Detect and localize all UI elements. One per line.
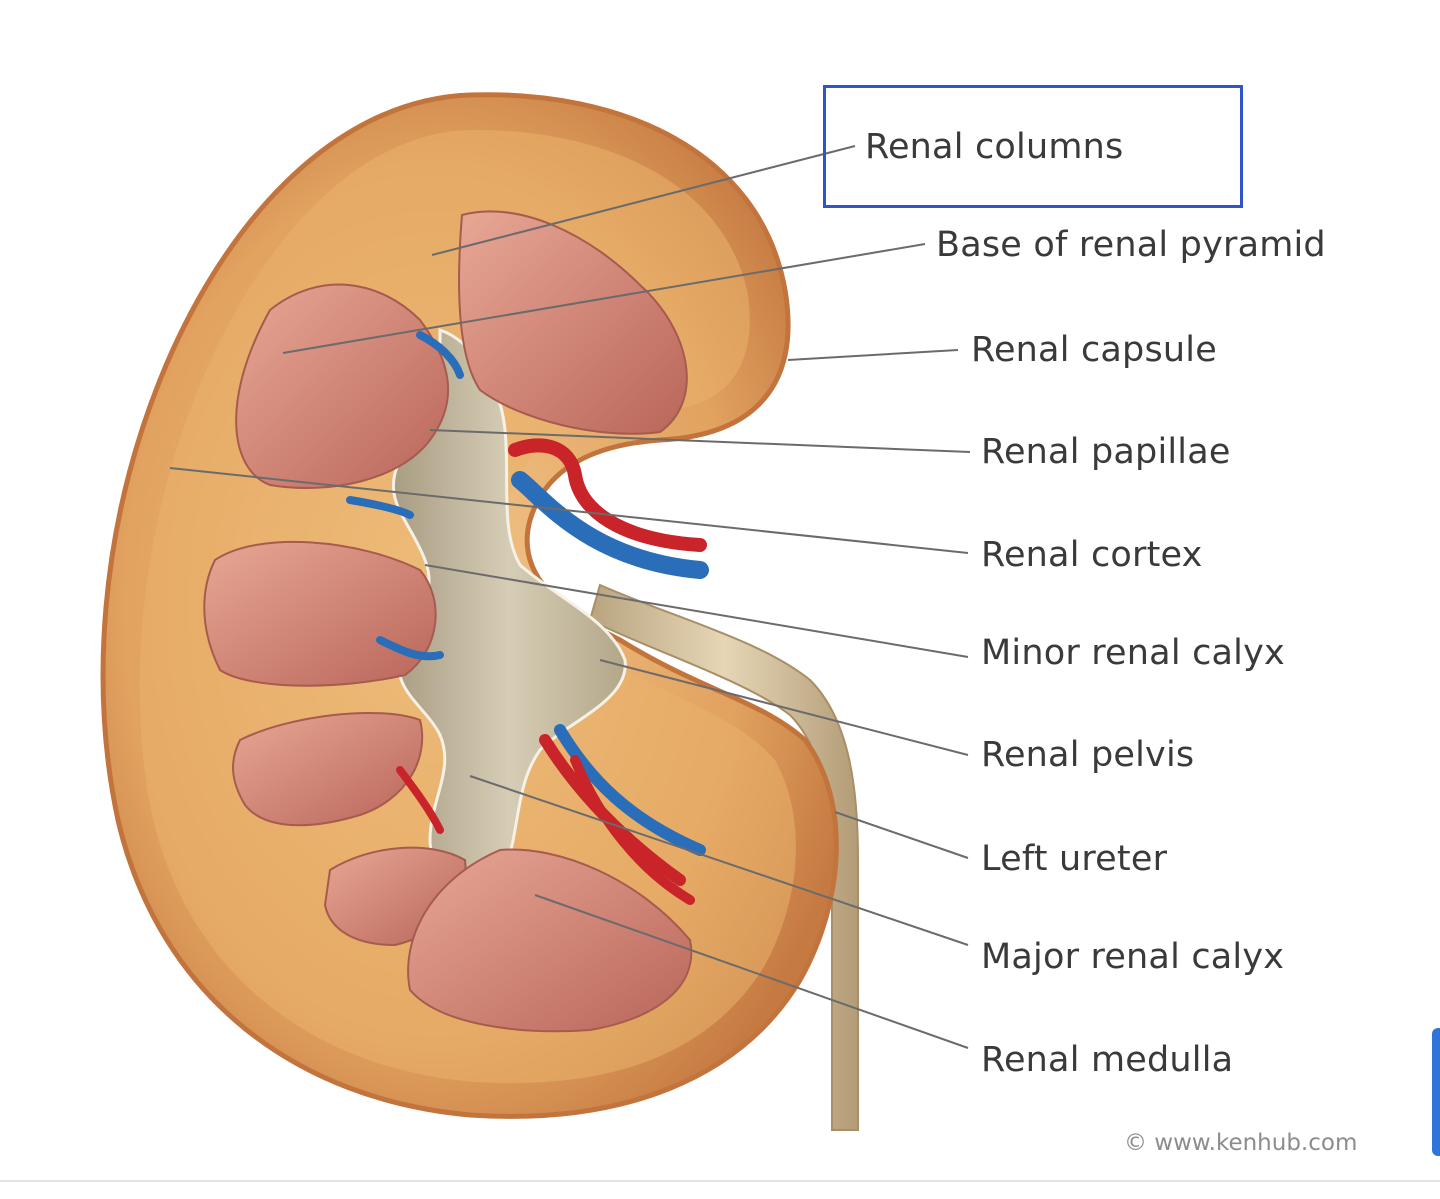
label-renal-capsule: Renal capsule <box>971 330 1217 370</box>
renal-vessels <box>346 331 709 905</box>
label-renal-columns: Renal columns <box>865 127 1124 167</box>
label-renal-medulla: Renal medulla <box>981 1040 1234 1080</box>
label-renal-pelvis: Renal pelvis <box>981 735 1195 775</box>
left-ureter-shape <box>588 583 859 1131</box>
renal-pyramids <box>203 210 693 1033</box>
label-major-renal-calyx: Major renal calyx <box>981 937 1285 977</box>
label-base-of-renal-pyramid: Base of renal pyramid <box>936 225 1326 265</box>
highlight-box <box>823 85 1243 208</box>
leader-lines <box>169 145 971 1049</box>
label-minor-renal-calyx: Minor renal calyx <box>981 633 1285 673</box>
copyright-credit: © www.kenhub.com <box>1124 1130 1358 1156</box>
label-renal-papillae: Renal papillae <box>981 432 1231 472</box>
label-left-ureter: Left ureter <box>981 839 1168 879</box>
bottom-divider <box>0 1180 1440 1182</box>
side-panel-tab[interactable] <box>1432 1028 1440 1156</box>
label-renal-cortex: Renal cortex <box>981 535 1203 575</box>
